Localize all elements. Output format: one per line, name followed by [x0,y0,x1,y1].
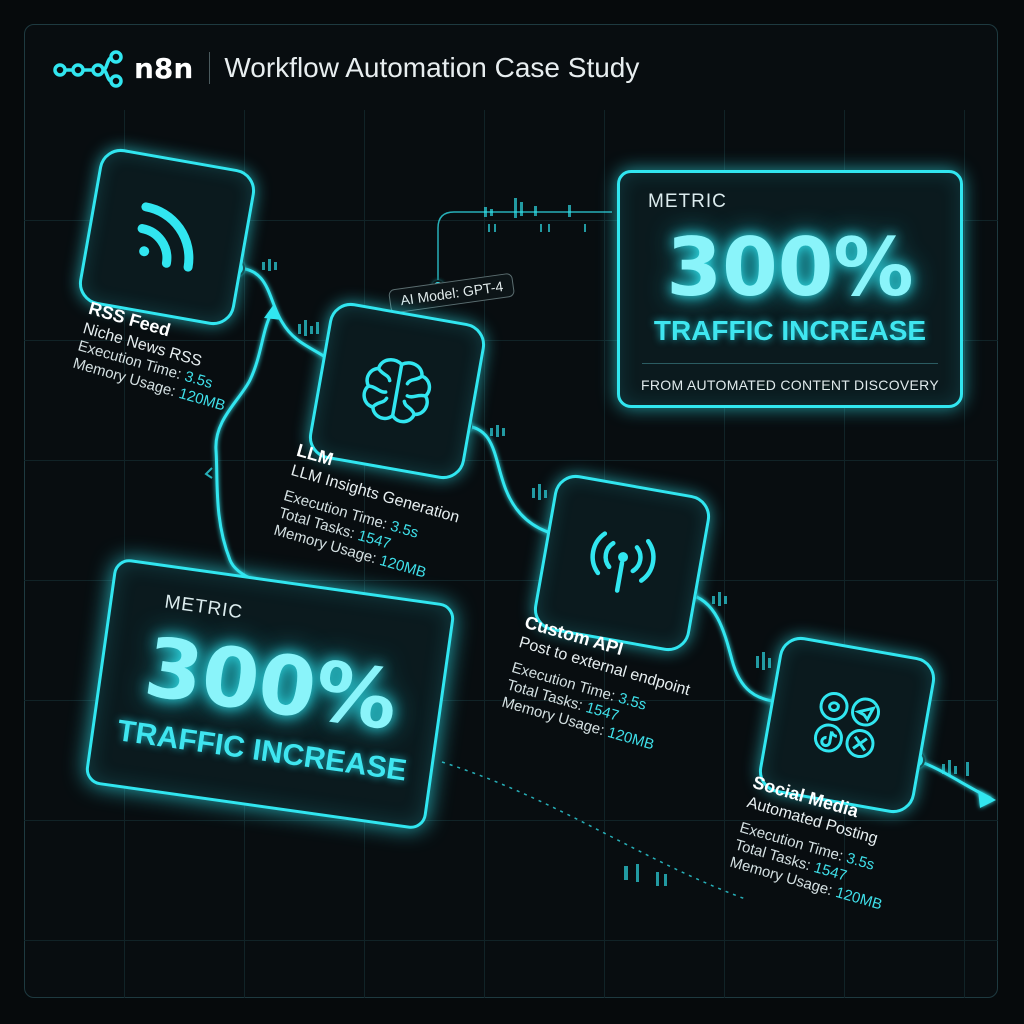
wire-dashed-left [204,467,213,479]
rss-icon [137,202,194,272]
node-social-media[interactable] [755,633,939,817]
x-icon [845,729,875,759]
threads-icon [819,691,849,721]
social-icons [813,691,881,759]
wire-feedback-arrow [264,304,282,320]
n8n-logo-icon [53,50,123,88]
node-custom-api[interactable] [530,471,714,655]
tiktok-icon [813,723,843,753]
header-divider [209,52,211,84]
wire-out-arrow [978,790,996,808]
logo-text: n8n [134,51,194,85]
metric-card-bottom: METRIC 300% TRAFFIC INCREASE [83,557,457,831]
metric-label: METRIC [163,591,245,624]
wire-llm-to-api [461,424,565,538]
metric-divider [642,363,938,364]
wire-api-to-social [686,592,782,704]
brain-icon [362,358,432,424]
metric-card-top: METRIC 300% TRAFFIC INCREASE FROM AUTOMA… [617,170,963,408]
node-rss-feed[interactable] [75,145,259,329]
node-llm[interactable] [305,299,489,483]
metric-caption: TRAFFIC INCREASE [653,315,927,346]
metric-label: METRIC [648,191,727,212]
telegram-icon [851,697,881,727]
metric-footnote: FROM AUTOMATED CONTENT DISCOVERY [641,377,939,393]
wire-rss-to-llm [234,266,340,368]
metric-value: 300% [666,221,914,314]
wire-dashed-metric [441,761,749,901]
wire-tag-link [437,211,612,286]
header: n8n Workflow Automation Case Study [52,46,639,90]
antenna-icon [590,531,656,593]
page-title: Workflow Automation Case Study [224,52,640,83]
